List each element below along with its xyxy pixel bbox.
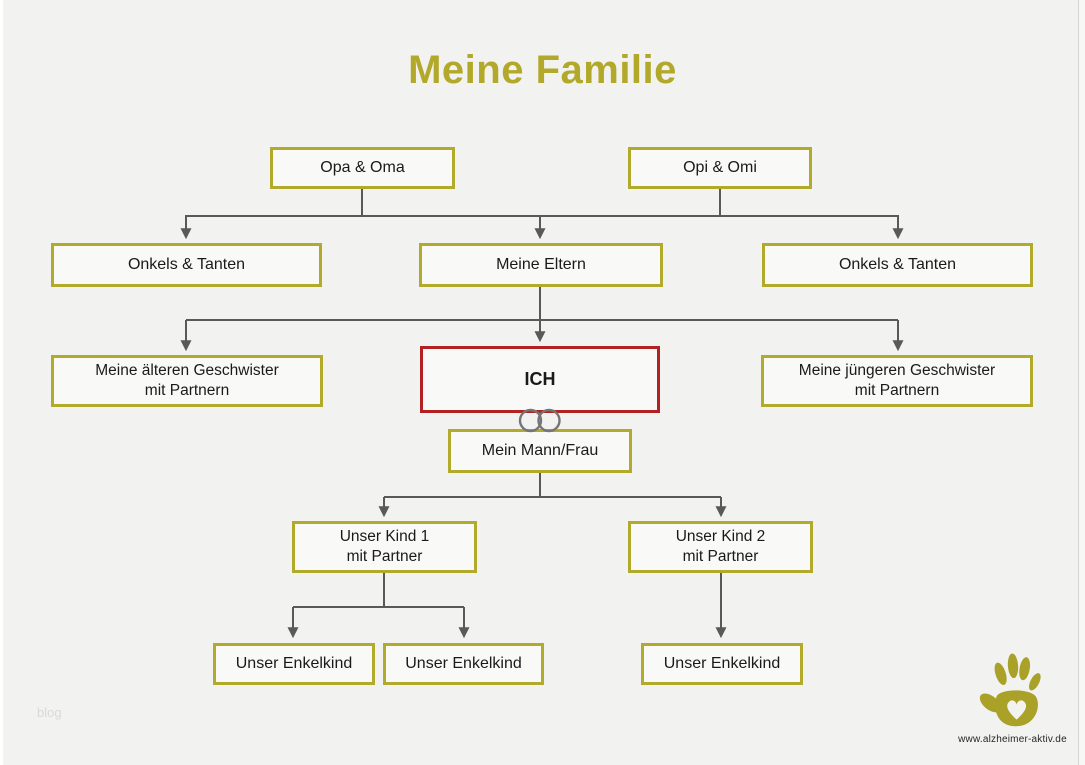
- page-title: Meine Familie: [408, 48, 677, 92]
- site-logo: www.alzheimer-aktiv.de: [955, 652, 1070, 745]
- node-enkelkind2: Unser Enkelkind: [383, 643, 544, 685]
- node-onkels-tanten-links: Onkels & Tanten: [51, 243, 322, 287]
- node-ich: ICH: [420, 346, 660, 413]
- node-mann-frau: Mein Mann/Frau: [448, 429, 632, 473]
- node-onkels-tanten-rechts: Onkels & Tanten: [762, 243, 1033, 287]
- node-kind2: Unser Kind 2 mit Partner: [628, 521, 813, 573]
- page-edge-left: [0, 0, 3, 765]
- node-enkelkind3: Unser Enkelkind: [641, 643, 803, 685]
- node-aeltere-geschwister: Meine älteren Geschwister mit Partnern: [51, 355, 323, 407]
- node-enkelkind1: Unser Enkelkind: [213, 643, 375, 685]
- blog-watermark: blog: [37, 705, 62, 720]
- node-juengere-geschwister: Meine jüngeren Geschwister mit Partnern: [761, 355, 1033, 407]
- site-url: www.alzheimer-aktiv.de: [958, 734, 1067, 745]
- handprint-icon: [979, 653, 1041, 727]
- node-meine-eltern: Meine Eltern: [419, 243, 663, 287]
- node-kind1: Unser Kind 1 mit Partner: [292, 521, 477, 573]
- node-opi-omi: Opi & Omi: [628, 147, 812, 189]
- page-edge-right: [1078, 0, 1085, 765]
- node-opa-oma: Opa & Oma: [270, 147, 455, 189]
